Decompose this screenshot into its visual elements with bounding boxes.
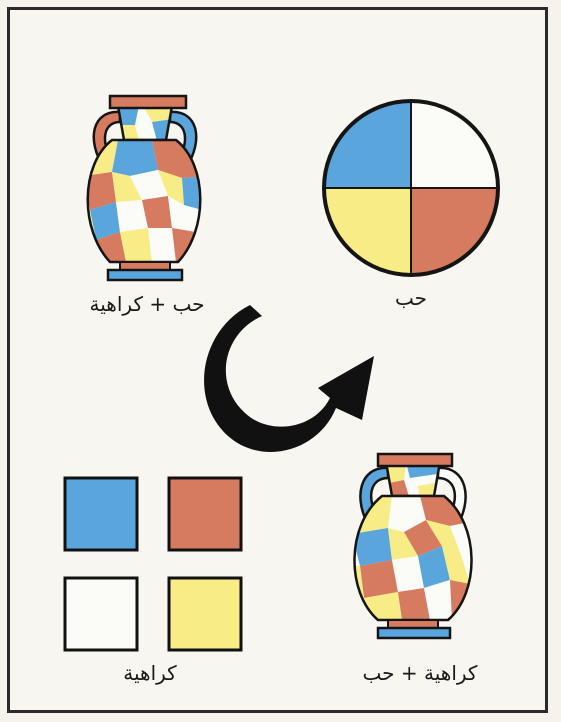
label-hate-plus-love: كراهية + حب [363, 661, 478, 685]
love-circle [324, 101, 498, 275]
swatch-white [65, 578, 137, 650]
label-love: حب [395, 286, 427, 310]
color-swatches [65, 478, 241, 650]
swatch-blue [65, 478, 137, 550]
cycle-arrow [204, 305, 374, 452]
label-love-plus-hate: حب + كراهية [90, 292, 205, 316]
swatch-red [169, 478, 241, 550]
label-hate: كراهية [123, 661, 176, 685]
vase-hate-plus-love [340, 454, 490, 638]
swatch-yellow [169, 578, 241, 650]
vase-love-plus-hate [75, 96, 215, 280]
